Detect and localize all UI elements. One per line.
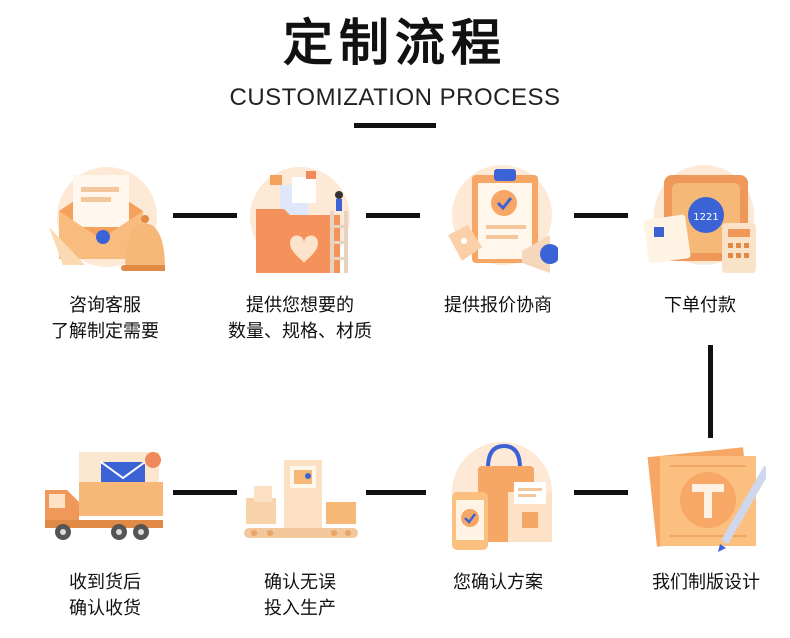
delivery-truck-icon	[45, 452, 163, 540]
step-design-label: 我们制版设计	[652, 572, 760, 593]
connector-4-5	[708, 345, 713, 438]
connector-5-6	[574, 490, 628, 495]
step-confirm-plan-label: 您确认方案	[453, 572, 543, 593]
production-line-icon	[244, 460, 358, 538]
connector-7-8	[173, 490, 237, 495]
connector-6-7	[366, 490, 426, 495]
step-provide-specs-label: 提供您想要的 数量、规格、材质	[228, 295, 372, 342]
connector-1-2	[173, 213, 237, 218]
svg-text:1221: 1221	[693, 212, 718, 223]
connector-2-3	[366, 213, 420, 218]
clipboard-megaphone-icon	[448, 165, 558, 273]
step-receive-label: 收到货后 确认收货	[69, 572, 141, 619]
connector-3-4	[574, 213, 628, 218]
step-consult-label: 咨询客服 了解制定需要	[51, 295, 159, 342]
envelope-bell-icon	[49, 167, 165, 271]
design-pen-icon	[647, 447, 766, 552]
title-underline	[354, 123, 436, 128]
shopping-bag-phone-icon	[452, 442, 552, 550]
safe-card-icon: 1221	[643, 165, 756, 273]
page-subtitle: CUSTOMIZATION PROCESS	[229, 84, 561, 111]
folder-heart-icon	[250, 167, 350, 273]
step-production-label: 确认无误 投入生产	[264, 572, 336, 619]
step-quote-label: 提供报价协商	[444, 295, 552, 316]
page-title: 定制流程	[283, 14, 507, 72]
step-payment-label: 下单付款	[664, 295, 736, 316]
